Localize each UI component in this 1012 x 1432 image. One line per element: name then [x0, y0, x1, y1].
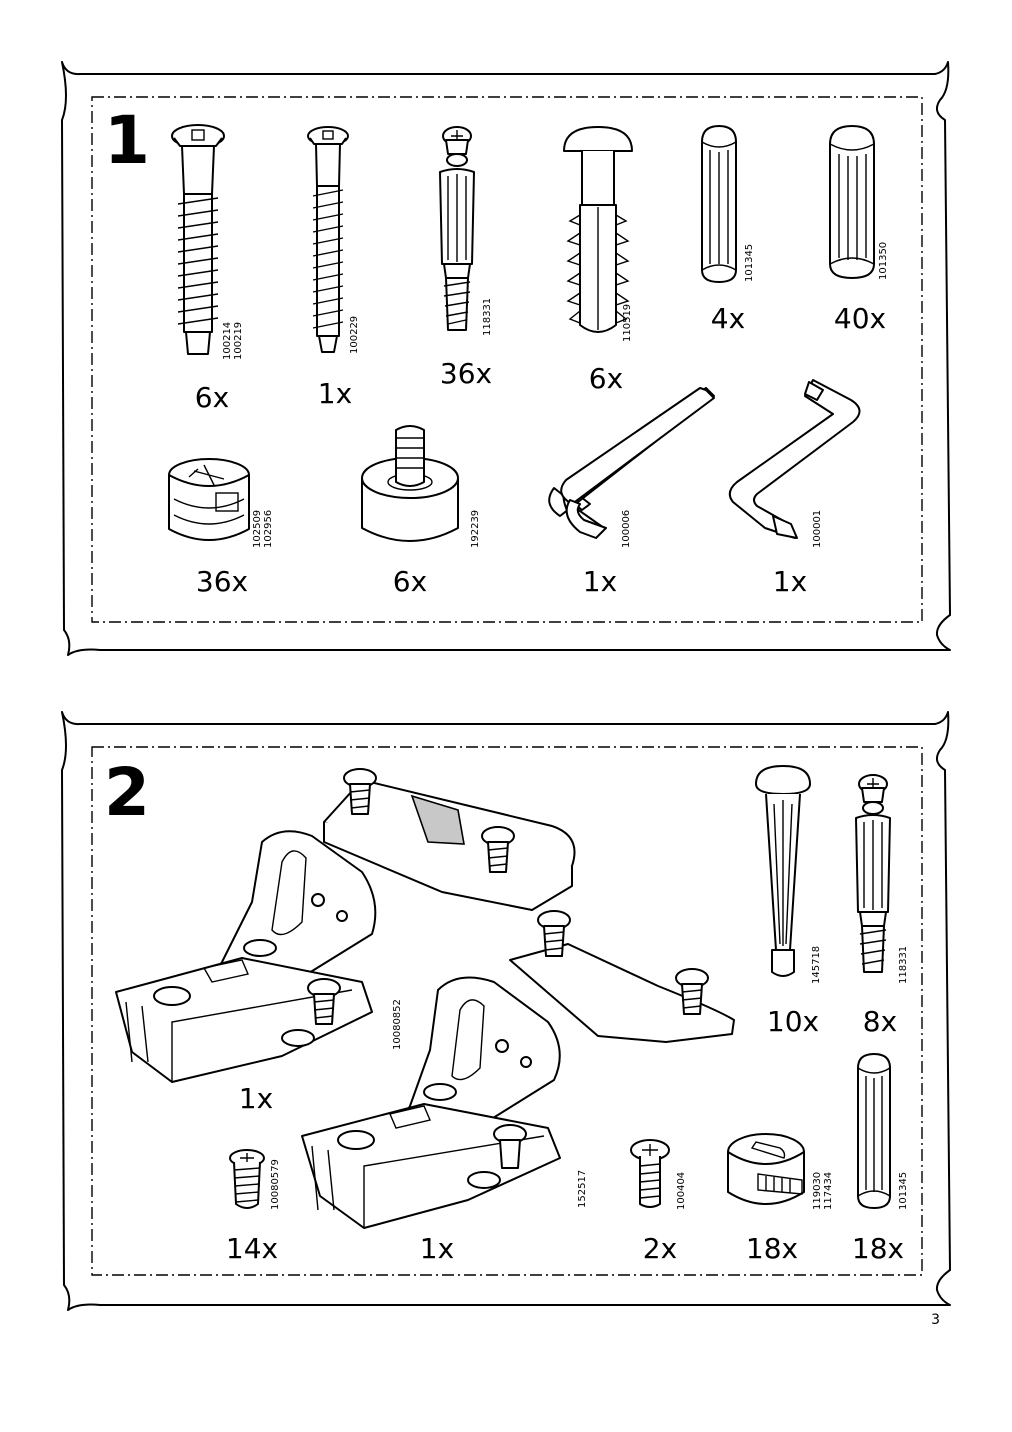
- screw-100229-icon: [307, 126, 349, 353]
- step1-number: 1: [104, 102, 150, 179]
- screw-10080579-icon: [229, 1149, 265, 1209]
- qty-101345-step2: 18x: [851, 1232, 905, 1265]
- screw-100214-icon: [171, 124, 225, 355]
- dowel-145718-icon: [755, 765, 811, 977]
- qty-102509: 36x: [195, 565, 249, 598]
- qty-145718: 10x: [766, 1005, 820, 1038]
- qty-100404: 2x: [642, 1232, 678, 1265]
- code-192239: 192239: [470, 509, 481, 548]
- dowel-101345-step2-icon: [857, 1053, 891, 1209]
- dowel-101345-icon: [701, 125, 737, 283]
- code-118331-step2: 118331: [898, 945, 909, 984]
- qty-101345: 4x: [710, 302, 746, 335]
- hinge-10080852-icon: [115, 768, 576, 1083]
- qty-100001: 1x: [772, 565, 808, 598]
- code-101345-step2: 101345: [898, 1171, 909, 1210]
- code-145718: 145718: [811, 945, 822, 984]
- qty-152517: 1x: [419, 1232, 455, 1265]
- code-100404: 100404: [676, 1171, 687, 1210]
- qty-110519: 6x: [588, 362, 624, 395]
- code-110519: 110519: [622, 303, 633, 342]
- qty-10080852: 1x: [238, 1082, 274, 1115]
- qty-119030: 18x: [745, 1232, 799, 1265]
- qty-118331: 36x: [439, 357, 493, 390]
- code-118331: 118331: [482, 297, 493, 336]
- code-100229: 100229: [349, 315, 360, 354]
- cam-lock-102509-icon: [168, 458, 250, 541]
- shelf-pin-110519-icon: [563, 126, 633, 333]
- cam-lock-119030-icon: [727, 1133, 805, 1205]
- cam-bolt-118331-icon: [439, 126, 475, 331]
- cam-bolt-118331-step2-icon: [855, 774, 891, 973]
- code-100006: 100006: [621, 509, 632, 548]
- qty-100006: 1x: [582, 565, 618, 598]
- hinge-152517-icon: [301, 910, 735, 1229]
- qty-10080579: 14x: [225, 1232, 279, 1265]
- code-101350: 101350: [878, 241, 889, 280]
- code-100001: 100001: [812, 509, 823, 548]
- screw-100404-icon: [630, 1139, 670, 1208]
- page-number: 3: [931, 1312, 940, 1328]
- qty-101350: 40x: [833, 302, 887, 335]
- allen-key-100006-icon: [548, 387, 715, 539]
- qty-192239: 6x: [392, 565, 428, 598]
- allen-key-100001-icon: [728, 379, 861, 539]
- step2-frame: [61, 711, 951, 1311]
- step2-number: 2: [104, 754, 150, 831]
- qty-100229: 1x: [317, 377, 353, 410]
- dowel-101350-icon: [829, 125, 875, 279]
- step1-frame: [61, 61, 951, 656]
- foot-192239-icon: [361, 425, 459, 542]
- qty-100214: 6x: [194, 381, 230, 414]
- code-101345: 101345: [744, 243, 755, 282]
- hinge1-screws: [307, 768, 515, 1025]
- qty-118331-step2: 8x: [862, 1005, 898, 1038]
- code-152517: 152517: [577, 1169, 588, 1208]
- code-10080579: 10080579: [270, 1159, 281, 1210]
